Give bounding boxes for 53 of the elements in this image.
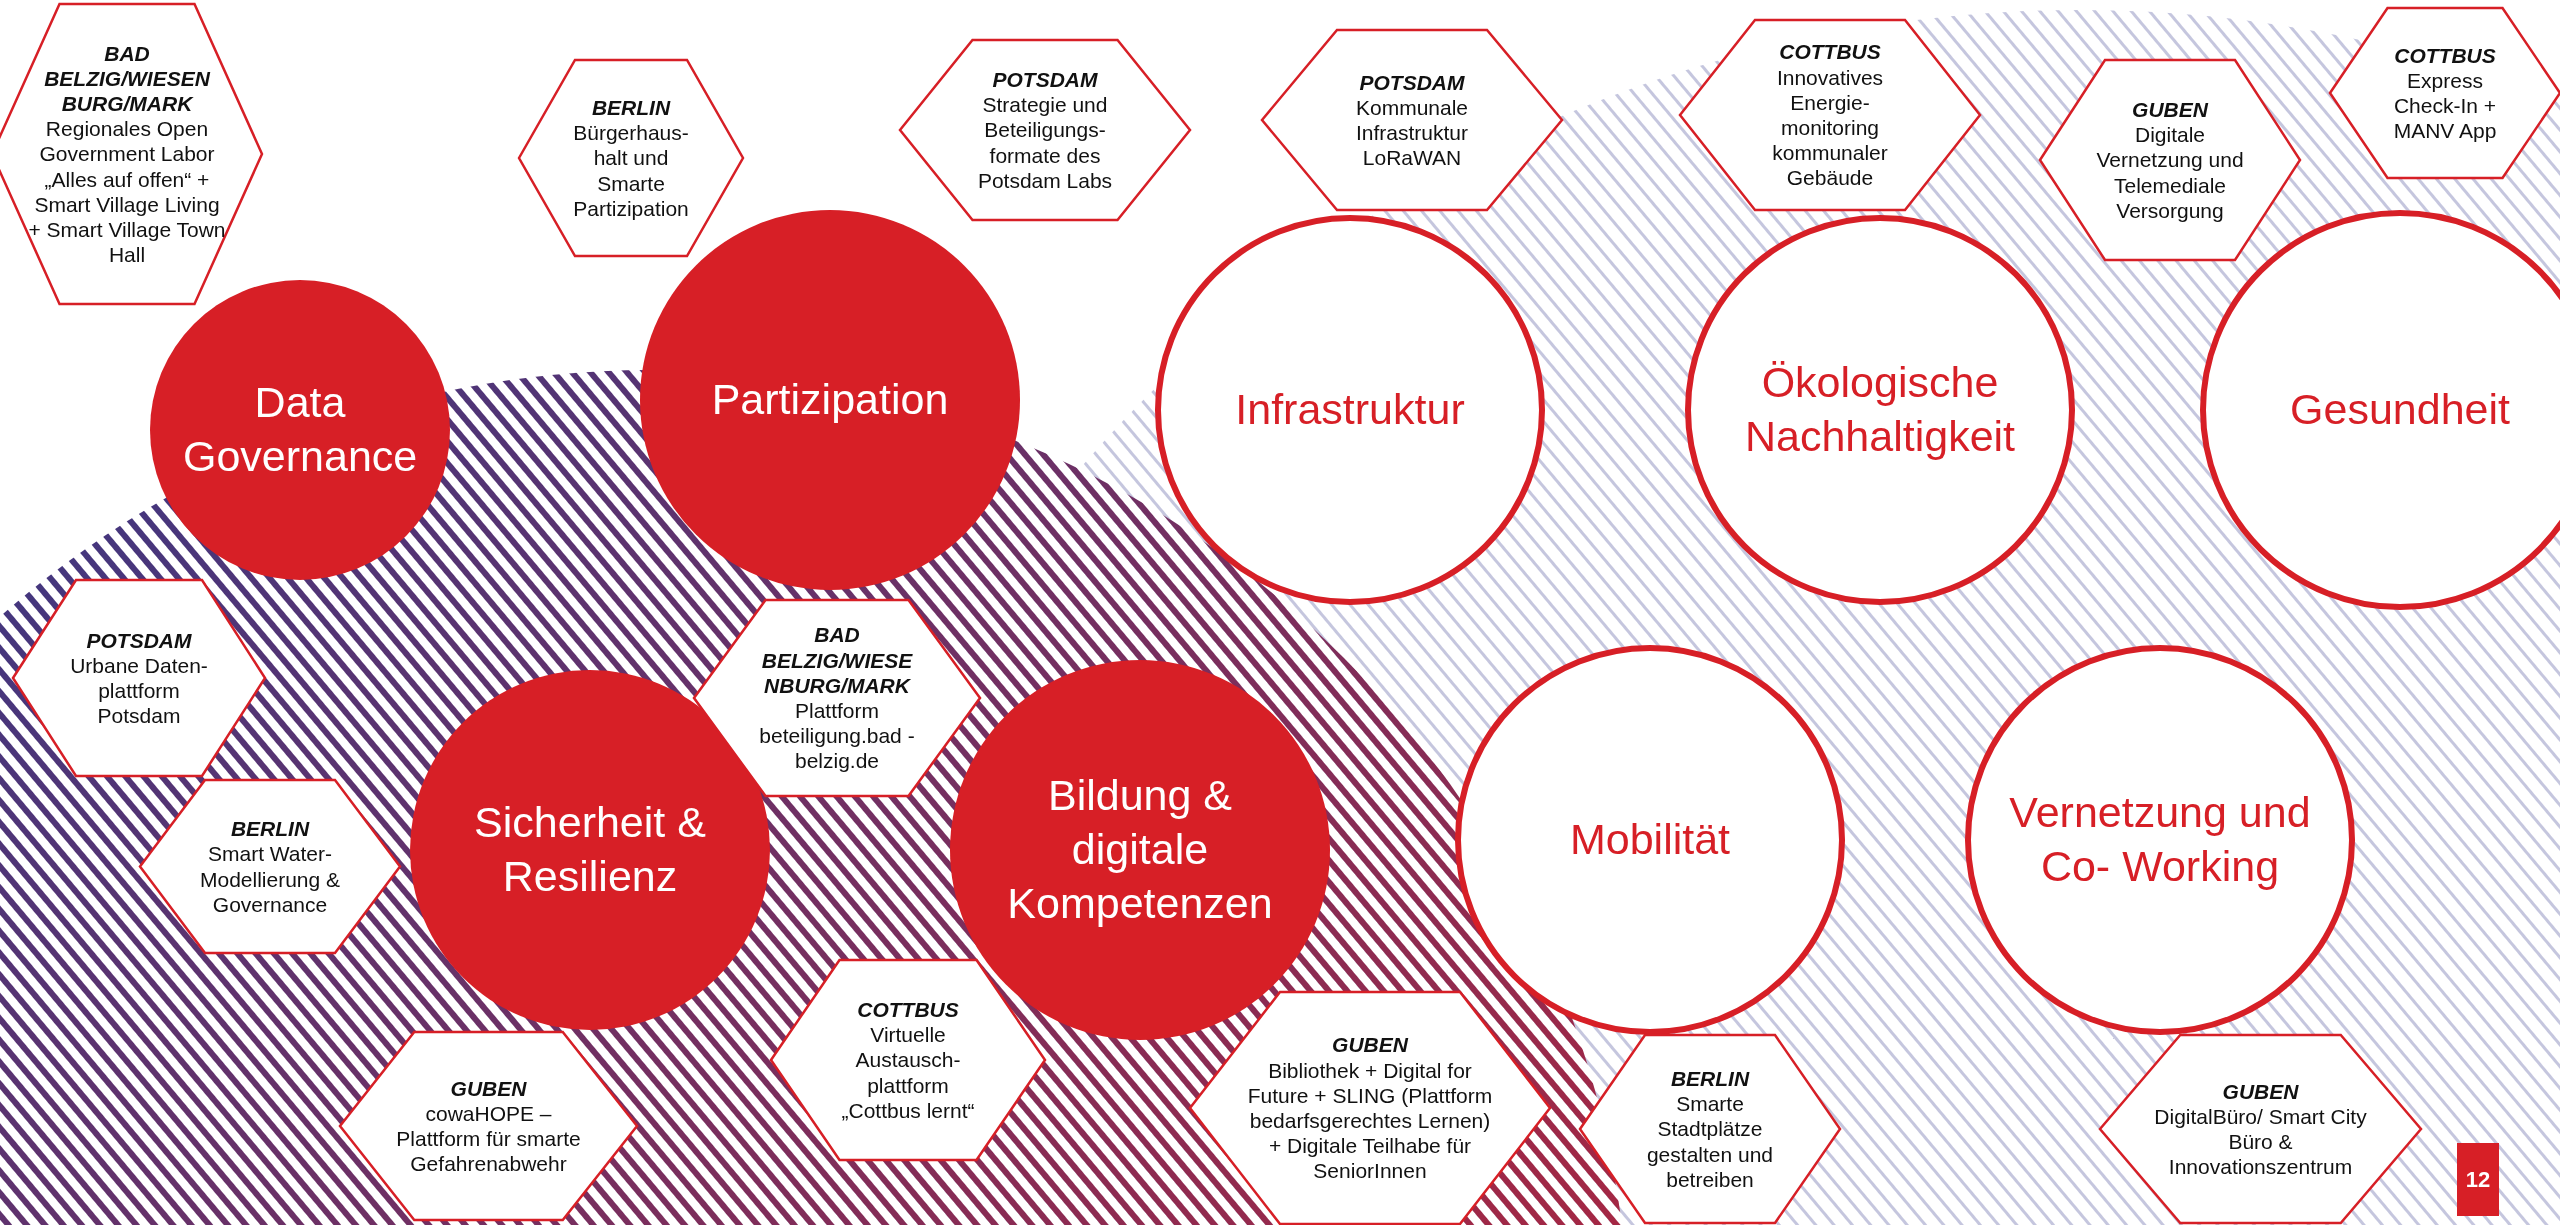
city-name: GUBEN	[2131, 97, 2210, 123]
topic-title: Mobilität	[1568, 814, 1732, 866]
project-description: Urbane Daten- plattform Potsdam	[69, 652, 209, 729]
project-description: Digitale Vernetzung und Telemediale Versorgung	[2095, 122, 2245, 223]
project-description: DigitalBüro/ Smart City Büro & Innovationszentrum	[2153, 1103, 2368, 1180]
hexagon-badge	[900, 40, 1190, 220]
topic-title: Vernetzung und Co- Working	[2008, 787, 2312, 892]
hexagon-badge	[2330, 8, 2560, 178]
project-description: Smarte Stadtplätze gestalten und betreiben	[1645, 1091, 1775, 1192]
topic-title: Ökologische Nachhaltigkeit	[1743, 357, 2017, 462]
project-description: Regionales Open Government Labor „Alles auf offen“ + Smart Village Living + Smart Village Town Hall	[27, 116, 227, 268]
topic-title: Gesundheit	[2289, 384, 2511, 436]
project-description: Express Check-In + MANV App	[2392, 67, 2498, 144]
hexagon-badge	[2100, 1035, 2421, 1223]
city-name: GUBEN	[1331, 1032, 1410, 1058]
city-name: BAD BELZIG/WIESE NBURG/MARK	[760, 622, 914, 698]
hexagon-badge	[1190, 992, 1550, 1224]
hexagon-badge	[1680, 20, 1980, 210]
city-name: BERLIN	[590, 95, 672, 121]
city-name: POTSDAM	[85, 627, 193, 653]
project-description: Bibliothek + Digital for Future + SLING (Plattform bedarfsgerechtes Lernen) + Digitale Teilhabe für SeniorInnen	[1246, 1057, 1494, 1184]
project-description: Virtuelle Austausch- plattform „Cottbus lernt“	[840, 1022, 976, 1123]
city-name: BERLIN	[1669, 1066, 1751, 1092]
hexagon-badge	[771, 960, 1045, 1160]
topic-title: Partizipation	[710, 374, 950, 426]
project-description: Bürgerhaus- halt und Smarte Partizipation	[572, 120, 690, 221]
city-name: BERLIN	[229, 816, 311, 842]
city-name: GUBEN	[449, 1075, 528, 1101]
city-name: COTTBUS	[2393, 42, 2497, 68]
city-name: POTSDAM	[1358, 69, 1466, 95]
city-name: GUBEN	[2221, 1078, 2300, 1104]
project-description: Smart Water- Modellierung & Governance	[198, 841, 342, 917]
hexagon-badge	[0, 4, 262, 304]
project-description: Strategie und Beteiligungs- formate des Potsdam Labs	[976, 92, 1114, 193]
hexagon-badge	[140, 780, 400, 953]
hexagon-badge	[13, 580, 265, 776]
project-description: Kommunale Infrastruktur LoRaWAN	[1354, 94, 1470, 171]
topic-title: Bildung & digitale Kompetenzen	[1006, 770, 1274, 929]
city-name: COTTBUS	[1778, 39, 1882, 65]
hexagon-badge	[519, 60, 743, 256]
topic-title: Infrastruktur	[1234, 384, 1466, 436]
hexagon-badge	[340, 1032, 637, 1220]
city-name: COTTBUS	[856, 997, 960, 1023]
hexagon-badge	[1262, 30, 1562, 210]
page-number: 12	[2457, 1143, 2499, 1216]
topic-title: Data Governance	[183, 377, 417, 482]
project-description: Innovatives Energie- monitoring kommunaler Gebäude	[1771, 64, 1889, 191]
project-description: cowaHOPE – Plattform für smarte Gefahrenabwehr	[395, 1100, 582, 1177]
project-description: Plattform beteiligung.bad -belzig.de	[758, 698, 916, 774]
city-name: POTSDAM	[991, 67, 1099, 93]
hexagon-badge	[2040, 60, 2300, 260]
city-name: BAD BELZIG/WIESEN BURG/MARK	[43, 40, 212, 117]
topic-title: Sicherheit & Resilienz	[473, 797, 707, 902]
